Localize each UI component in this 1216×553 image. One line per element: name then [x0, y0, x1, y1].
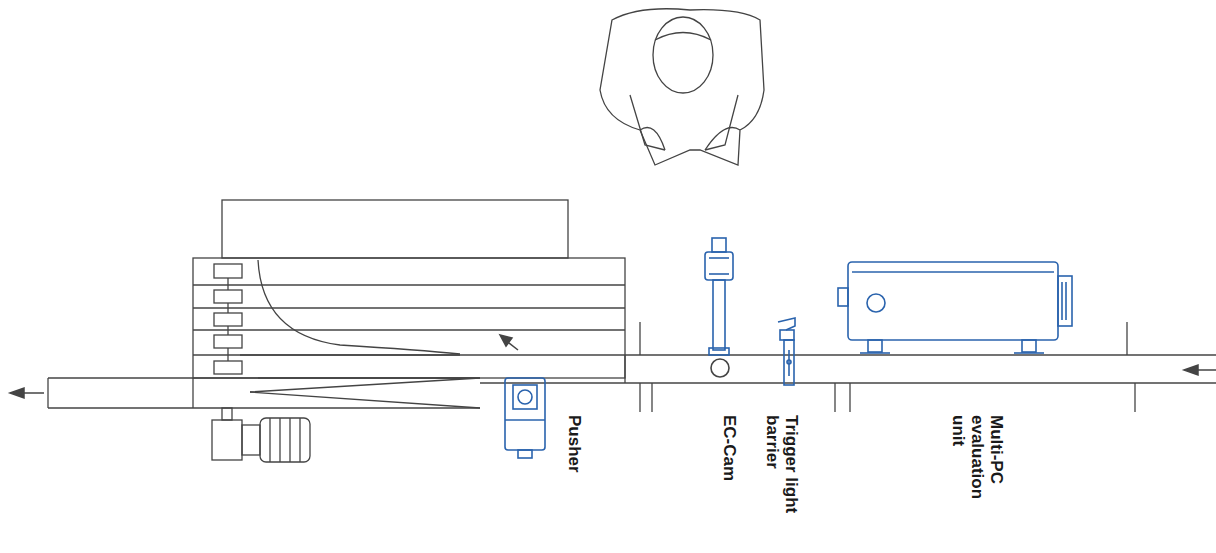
component-label: Multi-PC evaluation unit [949, 415, 1006, 515]
component-label: Trigger light barrier [763, 415, 801, 533]
component-label: EC-Cam [720, 415, 739, 495]
drive-motor [212, 408, 310, 462]
pusher-device [505, 378, 545, 458]
component-label: Pusher [565, 415, 584, 495]
operator-figure [600, 9, 764, 165]
ec-cam-device [705, 238, 733, 377]
light-barrier-device [778, 318, 795, 385]
evaluation-unit [838, 262, 1072, 353]
flow-arrows [10, 335, 1216, 398]
line-art [48, 9, 1216, 462]
